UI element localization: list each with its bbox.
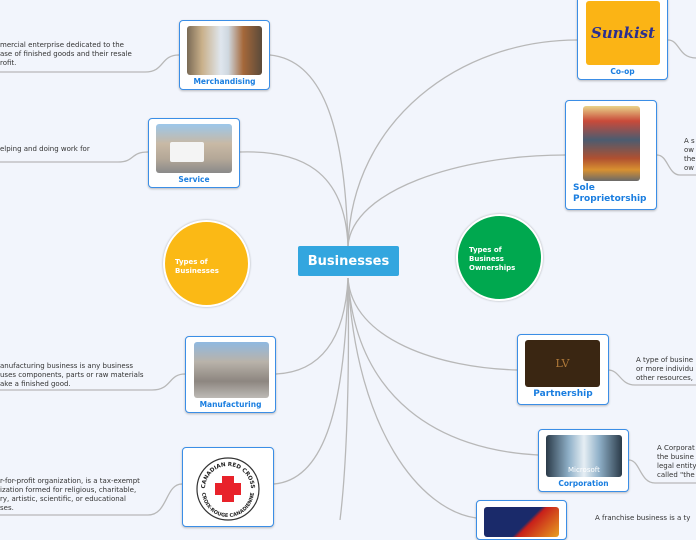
node-coop[interactable]: Sunkist Co-op [577,0,668,80]
merchandising-description: mercial enterprise dedicated to the ase … [0,41,150,68]
warehouse-image [187,26,262,75]
desc-line: A franchise business is a ty [595,514,691,522]
node-corporation[interactable]: Microsoft Corporation [538,429,629,492]
corporation-description: A Corporat the busine legal entity calle… [657,444,696,480]
node-label: Corporation [558,479,609,488]
fedex-truck-image [156,124,232,173]
desc-line: ow [684,164,695,172]
node-nonprofit[interactable]: CANADIAN RED CROSS CROIX-ROUGE CANADIENN… [182,447,274,527]
node-label: Merchandising [193,77,256,86]
desc-line: ake a finished good. [0,380,71,388]
node-sole-proprietorship[interactable]: Sole Proprietorship [565,100,657,210]
desc-line: the [684,155,696,163]
node-label: Sole Proprietorship [573,183,647,204]
factory-image [194,342,269,398]
desc-line: anufacturing business is any business [0,362,134,370]
node-label: Service [178,175,210,184]
connector-lines [0,39,696,520]
node-label: Manufacturing [199,400,262,409]
desc-line: A type of busine [636,356,694,364]
bubble-label: Types of Business Ownerships [469,246,516,272]
desc-line: called "the [657,471,695,479]
desc-line: the busine [657,453,694,461]
desc-line: ry, artistic, scientific, or educational [0,495,126,503]
node-label: Partnership [533,389,593,399]
franchise-description: A franchise business is a ty [595,514,696,523]
node-manufacturing[interactable]: Manufacturing [185,336,276,413]
types-of-ownerships-bubble[interactable]: Types of Business Ownerships [456,214,543,301]
desc-line: ow [684,146,695,154]
desc-line: ization formed for religious, charitable… [0,486,137,494]
desc-line: elping and doing work for [0,145,90,153]
desc-line: rofit. [0,59,17,67]
desc-line: uses components, parts or raw materials [0,371,144,379]
mcdonalds-image [484,507,559,537]
node-partnership[interactable]: LV Partnership [517,334,609,405]
node-label: Co-op [610,67,635,76]
node-service[interactable]: Service [148,118,240,188]
types-of-businesses-bubble[interactable]: Types of Businesses [163,220,250,307]
desc-line: or more individu [636,365,694,373]
desc-line: r-for-profit organization, is a tax-exem… [0,477,140,485]
nonprofit-description: r-for-profit organization, is a tax-exem… [0,477,155,513]
microsoft-sign: Microsoft [568,466,600,474]
node-merchandising[interactable]: Merchandising [179,20,270,90]
node-franchise[interactable] [476,500,567,540]
desc-line: mercial enterprise dedicated to the [0,41,124,49]
central-topic[interactable]: Businesses [298,246,399,276]
sunkist-logo-text: Sunkist [590,24,656,42]
desc-line: A s [684,137,695,145]
partnership-description: A type of busine or more individu other … [636,356,696,383]
red-cross-logo: CANADIAN RED CROSS CROIX-ROUGE CANADIENN… [196,457,260,521]
louis-vuitton-image: LV [525,340,600,387]
sunkist-logo: Sunkist [586,1,660,65]
desc-line: ses. [0,504,14,512]
desc-line: ase of finished goods and their resale [0,50,132,58]
desc-line: A Corporat [657,444,695,452]
microsoft-building-image: Microsoft [546,435,622,477]
desc-line: legal entity [657,462,696,470]
hotdog-cart-image [583,106,640,181]
sole-description: A s ow the ow [684,137,696,173]
bubble-label: Types of Businesses [175,258,219,275]
manufacturing-description: anufacturing business is any business us… [0,362,160,389]
service-description: elping and doing work for [0,145,110,154]
desc-line: other resources, [636,374,694,382]
